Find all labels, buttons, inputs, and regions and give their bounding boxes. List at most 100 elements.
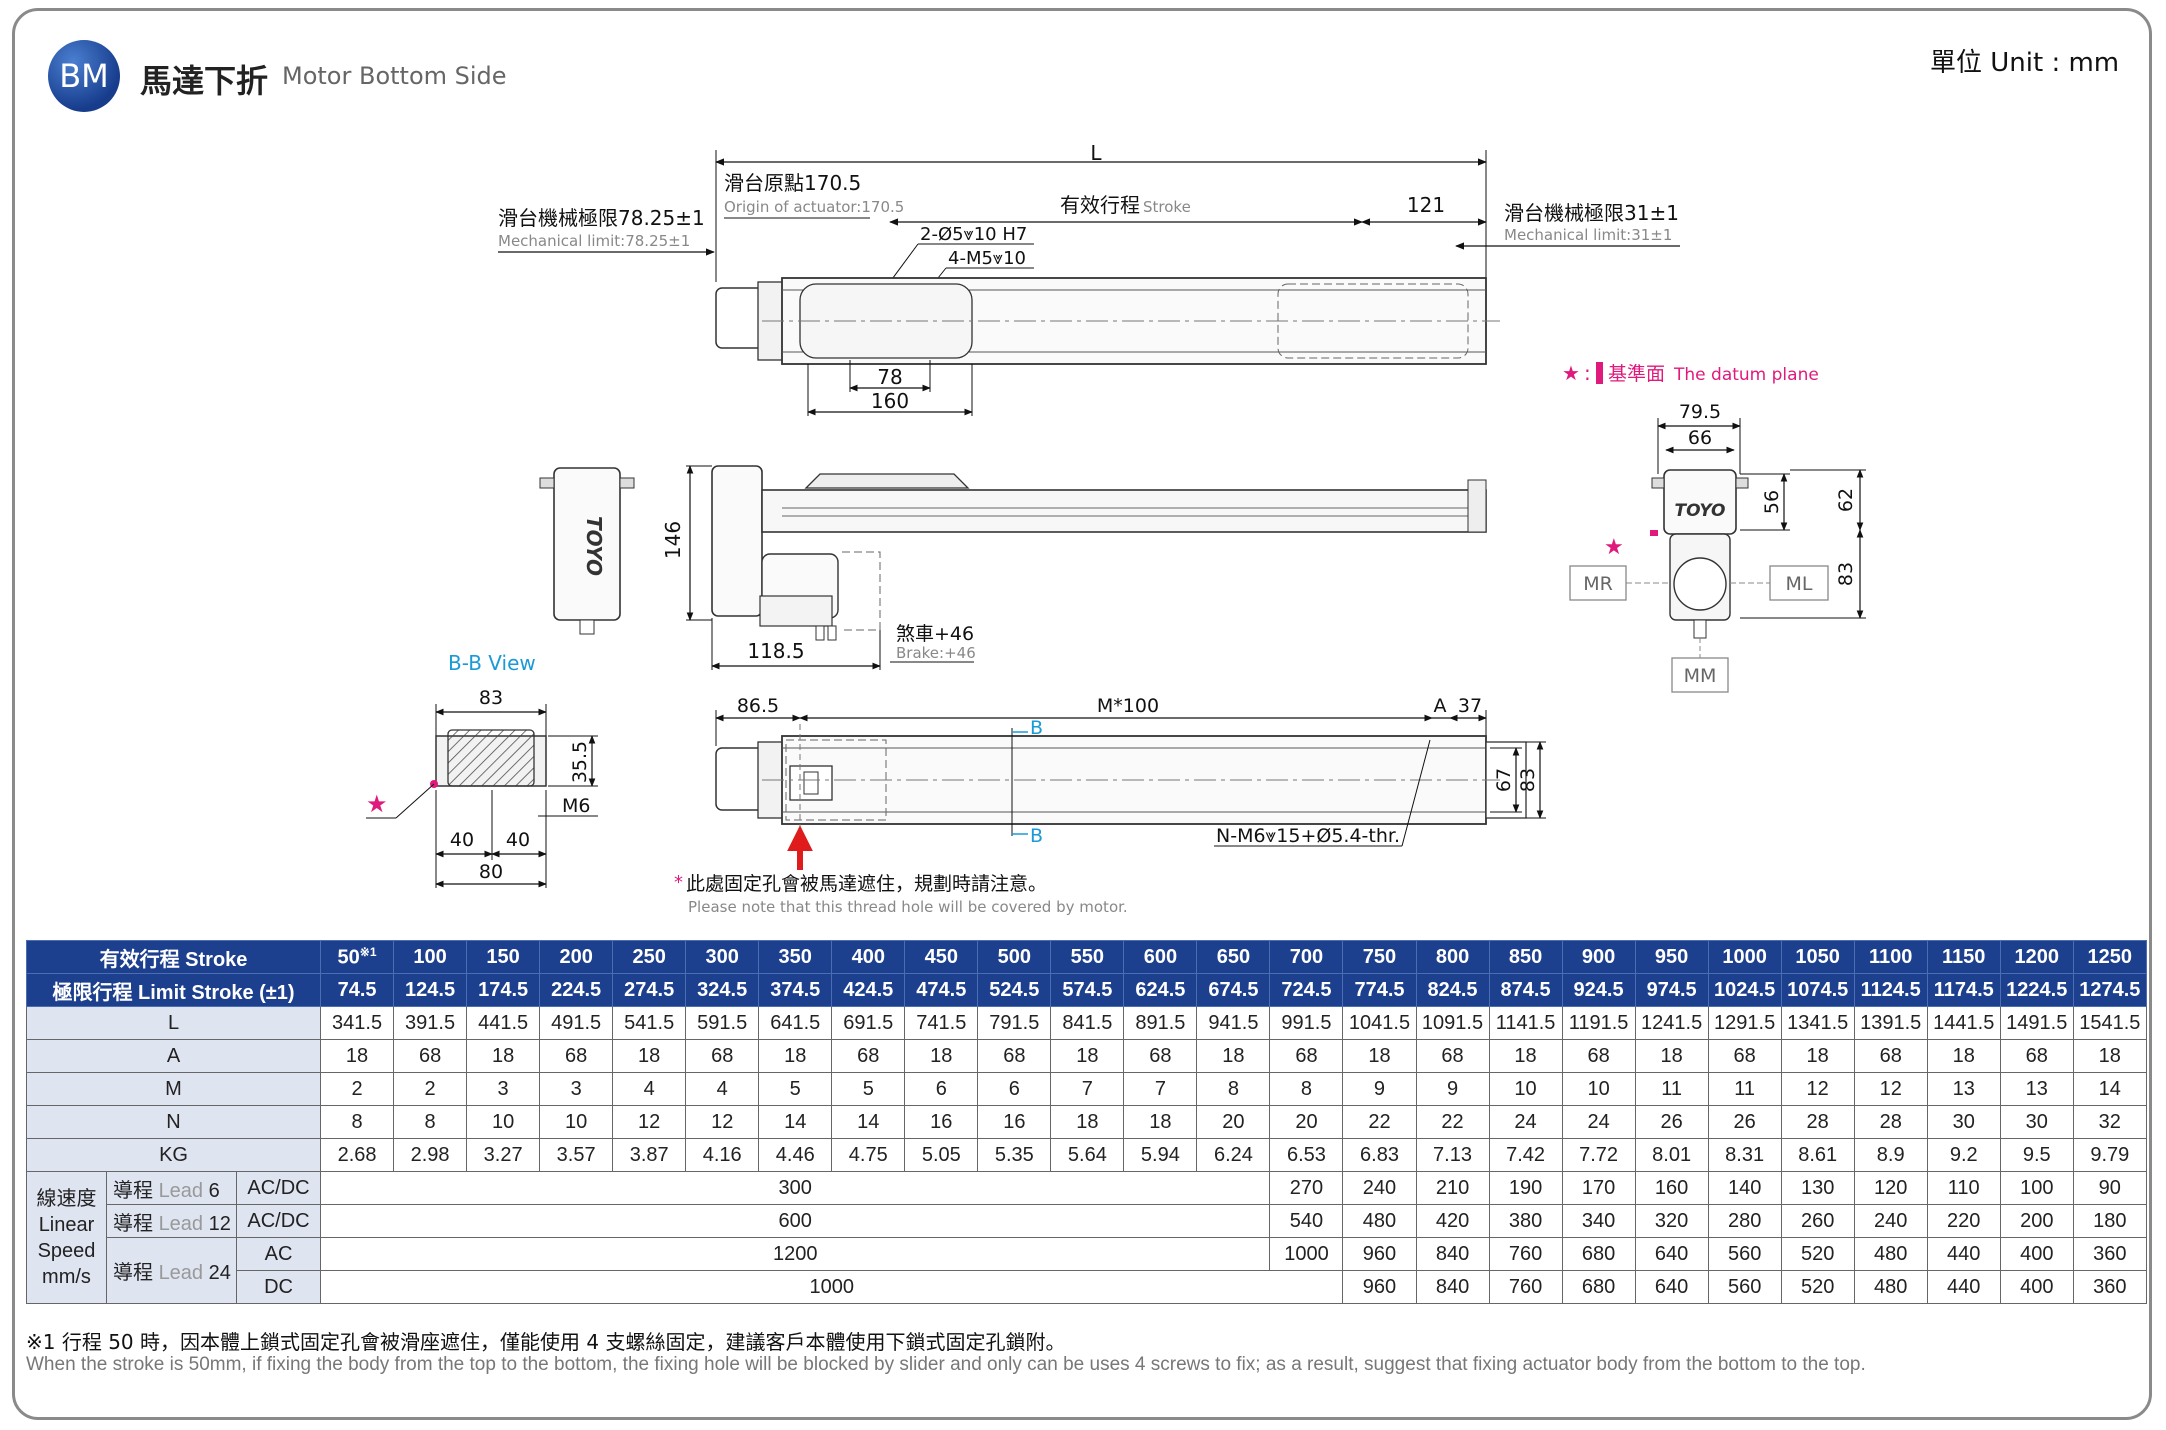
- table-cell: 18: [1926, 1039, 2001, 1073]
- table-cell: 6.83: [1342, 1138, 1417, 1172]
- table-cell: 18: [758, 1039, 833, 1073]
- table-cell: 22: [1342, 1105, 1417, 1139]
- table-cell: 10: [539, 1105, 614, 1139]
- speed-cell: 520: [1780, 1237, 1855, 1271]
- dim-121: 121: [1407, 193, 1445, 217]
- dim-m100: M*100: [1097, 695, 1159, 717]
- limit-cell: 674.5: [1196, 973, 1271, 1007]
- b-marker-bottom: B: [1030, 825, 1043, 847]
- stroke-cell: 750: [1342, 940, 1417, 974]
- stroke-label: 有效行程: [1060, 193, 1140, 217]
- table-cell: 2.68: [320, 1138, 395, 1172]
- speed-cell: 640: [1634, 1270, 1709, 1304]
- stroke-cell: 850: [1488, 940, 1563, 974]
- table-cell: 30: [1926, 1105, 2001, 1139]
- stroke-value: 1150: [1942, 945, 1986, 968]
- technical-drawing: L 滑台原點170.5 Origin of actuator:170.5 有效行…: [366, 141, 1866, 916]
- table-cell: 841.5: [1050, 1006, 1125, 1040]
- lead-cell: 導程 Lead 6: [106, 1171, 237, 1205]
- mr-label: MR: [1583, 573, 1613, 595]
- speed-cell: 560: [1707, 1270, 1782, 1304]
- stroke-cell: 200: [539, 940, 614, 974]
- table-cell: 691.5: [831, 1006, 906, 1040]
- table-cell: 891.5: [1123, 1006, 1198, 1040]
- datum-colon: :: [1584, 361, 1591, 385]
- lead-value: 12: [208, 1212, 231, 1235]
- footnote-en: When the stroke is 50mm, if fixing the b…: [26, 1354, 1866, 1375]
- lead-zh: 導程: [113, 1262, 153, 1284]
- stroke-cell: 900: [1561, 940, 1636, 974]
- speed-cell: 170: [1561, 1171, 1636, 1205]
- table-cell: 5.64: [1050, 1138, 1125, 1172]
- dim-86-5: 86.5: [737, 695, 779, 717]
- speed-cell: 480: [1342, 1204, 1417, 1238]
- table-cell: 18: [612, 1039, 687, 1073]
- table-cell: 391.5: [393, 1006, 468, 1040]
- note-star: *: [674, 872, 683, 893]
- table-cell: 2: [393, 1072, 468, 1106]
- bb-dim-m6: M6: [562, 795, 590, 817]
- speed-cell: 400: [1999, 1270, 2074, 1304]
- dim-160: 160: [871, 389, 909, 413]
- table-cell: 18: [1196, 1039, 1271, 1073]
- stroke-cell: 500: [977, 940, 1052, 974]
- speed-cell: 520: [1780, 1270, 1855, 1304]
- stroke-value: 1050: [1795, 945, 1840, 968]
- table-cell: 8.9: [1853, 1138, 1928, 1172]
- limit-cell: 924.5: [1561, 973, 1636, 1007]
- table-cell: 12: [612, 1105, 687, 1139]
- speed-cell: 400: [1999, 1237, 2074, 1271]
- table-cell: 341.5: [320, 1006, 395, 1040]
- limit-header: 極限行程 Limit Stroke (±1): [25, 973, 322, 1007]
- speed-cell: 120: [1853, 1171, 1928, 1205]
- table-cell: 4.46: [758, 1138, 833, 1172]
- page-title: 馬達下折: [140, 62, 269, 100]
- speed-cell: 140: [1707, 1171, 1782, 1205]
- table-cell: 1291.5: [1707, 1006, 1782, 1040]
- table-cell: 2: [320, 1072, 395, 1106]
- stroke-cell: 550: [1050, 940, 1125, 974]
- table-cell: 9.2: [1926, 1138, 2001, 1172]
- mech-limit-right: 滑台機械極限31±1: [1504, 201, 1679, 225]
- table-cell: 18: [1123, 1105, 1198, 1139]
- stroke-value: 50: [337, 946, 360, 969]
- table-cell: 28: [1780, 1105, 1855, 1139]
- table-cell: 14: [831, 1105, 906, 1139]
- hole-label-2: 4-M5⩔10: [948, 248, 1026, 269]
- table-cell: 18: [466, 1039, 541, 1073]
- speed-cell: 680: [1561, 1270, 1636, 1304]
- speed-cell: 420: [1415, 1204, 1490, 1238]
- origin-label: 滑台原點170.5: [724, 171, 861, 195]
- limit-cell: 274.5: [612, 973, 687, 1007]
- table-cell: 68: [539, 1039, 614, 1073]
- table-cell: 12: [1853, 1072, 1928, 1106]
- table-cell: 68: [1853, 1039, 1928, 1073]
- table-cell: 68: [1415, 1039, 1490, 1073]
- speed-cell: 200: [1999, 1204, 2074, 1238]
- table-cell: 10: [466, 1105, 541, 1139]
- table-cell: 1541.5: [2072, 1006, 2147, 1040]
- table-cell: 441.5: [466, 1006, 541, 1040]
- stroke-cell: 450: [904, 940, 979, 974]
- speed-cell: 130: [1780, 1171, 1855, 1205]
- table-cell: 16: [904, 1105, 979, 1139]
- speed-span-cell: 1000: [320, 1270, 1344, 1304]
- table-cell: 641.5: [758, 1006, 833, 1040]
- table-cell: 10: [1561, 1072, 1636, 1106]
- mech-limit-left-en: Mechanical limit:78.25±1: [498, 232, 690, 250]
- table-cell: 1241.5: [1634, 1006, 1709, 1040]
- origin-label-en: Origin of actuator:170.5: [724, 198, 904, 216]
- table-cell: 1041.5: [1342, 1006, 1417, 1040]
- row-label: M: [25, 1072, 322, 1106]
- row-label: L: [25, 1006, 322, 1040]
